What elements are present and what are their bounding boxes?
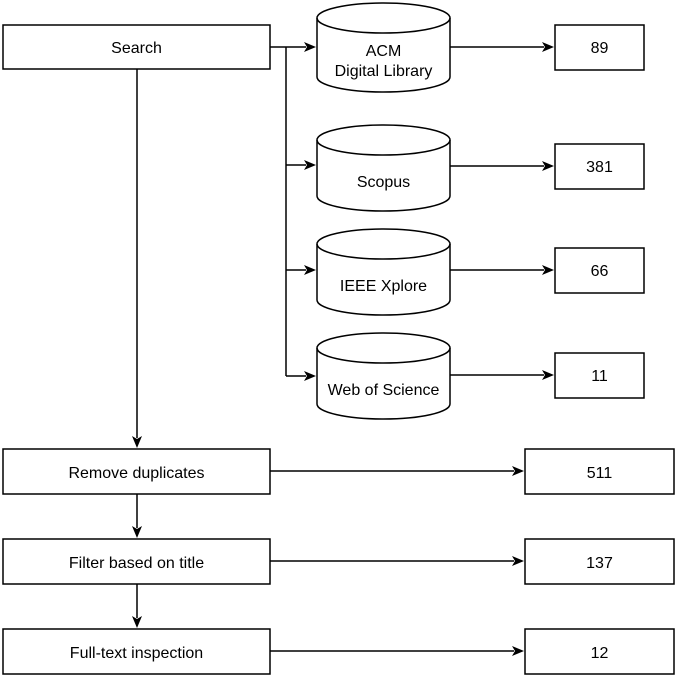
count-filter-title: 137 bbox=[524, 538, 675, 585]
search-box bbox=[2, 24, 271, 70]
arrow-remove-filter bbox=[132, 526, 142, 538]
db-wos-label: Web of Science bbox=[328, 382, 440, 399]
count-filter-title-box bbox=[524, 538, 675, 585]
db-wos-body bbox=[316, 332, 451, 420]
count-acm-box bbox=[554, 24, 645, 71]
count-filter-title-value: 137 bbox=[586, 555, 613, 572]
arrow-to-ieee bbox=[304, 265, 316, 275]
arrow-acm-count bbox=[542, 42, 554, 52]
arrow-to-scopus bbox=[304, 160, 316, 170]
count-acm: 89 bbox=[554, 24, 645, 71]
arrow-fulltext-count bbox=[512, 646, 524, 656]
db-acm-label-line2: Digital Library bbox=[335, 63, 433, 80]
db-acm-body bbox=[316, 2, 451, 93]
process-filter-title: Filter based on title bbox=[2, 538, 271, 585]
db-acm-rim bbox=[316, 17, 451, 34]
count-ieee-box bbox=[554, 247, 645, 294]
filter-title-box bbox=[2, 538, 271, 585]
db-scopus: Scopus bbox=[316, 124, 451, 212]
count-ieee: 66 bbox=[554, 247, 645, 294]
arrow-wos-count bbox=[542, 370, 554, 380]
full-text-box bbox=[2, 628, 271, 675]
db-ieee-label: IEEE Xplore bbox=[340, 278, 427, 295]
full-text-label: Full-text inspection bbox=[70, 645, 203, 662]
arrow-to-acm bbox=[304, 42, 316, 52]
db-scopus-body bbox=[316, 124, 451, 212]
arrow-filter-fulltext bbox=[132, 616, 142, 628]
count-wos-value: 11 bbox=[591, 368, 608, 385]
arrow-to-wos bbox=[304, 371, 316, 381]
process-search: Search bbox=[2, 24, 271, 70]
count-ieee-value: 66 bbox=[591, 263, 609, 280]
db-wos-rim bbox=[316, 347, 451, 364]
count-acm-value: 89 bbox=[591, 40, 609, 57]
connectors bbox=[132, 42, 554, 656]
arrow-filter-count bbox=[512, 556, 524, 566]
arrow-remove-count bbox=[512, 466, 524, 476]
count-full-text-value: 12 bbox=[591, 645, 609, 662]
db-acm: ACM Digital Library bbox=[316, 2, 451, 93]
count-wos-box bbox=[554, 352, 645, 399]
remove-duplicates-box bbox=[2, 448, 271, 495]
arrow-scopus-count bbox=[542, 161, 554, 171]
count-scopus-value: 381 bbox=[586, 159, 613, 176]
process-remove-duplicates: Remove duplicates bbox=[2, 448, 271, 495]
db-wos: Web of Science bbox=[316, 332, 451, 420]
count-remove-duplicates-box bbox=[524, 448, 675, 495]
count-full-text-box bbox=[524, 628, 675, 675]
db-ieee: IEEE Xplore bbox=[316, 228, 451, 316]
db-ieee-body bbox=[316, 228, 451, 316]
db-ieee-rim bbox=[316, 243, 451, 260]
count-full-text: 12 bbox=[524, 628, 675, 675]
count-wos: 11 bbox=[554, 352, 645, 399]
search-label: Search bbox=[111, 40, 162, 57]
db-acm-label-line1: ACM bbox=[366, 43, 402, 60]
remove-duplicates-label: Remove duplicates bbox=[68, 465, 204, 482]
db-scopus-rim bbox=[316, 139, 451, 156]
process-full-text: Full-text inspection bbox=[2, 628, 271, 675]
count-remove-duplicates-value: 511 bbox=[587, 465, 613, 482]
count-scopus-box bbox=[554, 143, 645, 190]
arrow-ieee-count bbox=[542, 265, 554, 275]
count-remove-duplicates: 511 bbox=[524, 448, 675, 495]
arrow-search-remove bbox=[132, 436, 142, 448]
count-scopus: 381 bbox=[554, 143, 645, 190]
db-scopus-label: Scopus bbox=[357, 174, 410, 191]
filter-title-label: Filter based on title bbox=[69, 555, 204, 572]
